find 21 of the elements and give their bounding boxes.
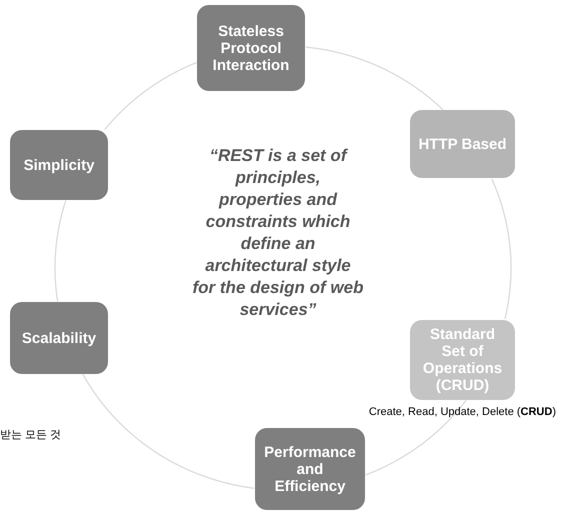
connector-arc [54, 200, 66, 302]
box-label: Scalability [22, 330, 96, 346]
concept-box [197, 5, 305, 91]
quote-text: “REST is a set of principles, properties and constraints which define an architectural style for the design of web services” [192, 145, 364, 321]
concept-box [10, 302, 108, 374]
concept-box [255, 428, 365, 510]
box-label: Performance and Efficiency [263, 444, 357, 494]
box-label: Simplicity [24, 156, 94, 174]
connector-arc [104, 62, 197, 130]
concept-box [10, 130, 108, 200]
connector-arc [82, 374, 254, 489]
box-label: Stateless Protocol Interaction [212, 22, 290, 74]
node-label: Create, Read, Update, Delete (CRUD) [368, 405, 556, 420]
concept-box [410, 110, 515, 178]
note-text: 받는 모든 것 [0, 428, 62, 443]
connector-arc [491, 178, 512, 320]
connector-arc [365, 400, 467, 476]
connector-arc [306, 46, 444, 110]
concept-box [410, 320, 515, 400]
box-label: Standard Set of Operations (CRUD) [422, 326, 504, 394]
box-label: HTTP Based [418, 136, 507, 152]
